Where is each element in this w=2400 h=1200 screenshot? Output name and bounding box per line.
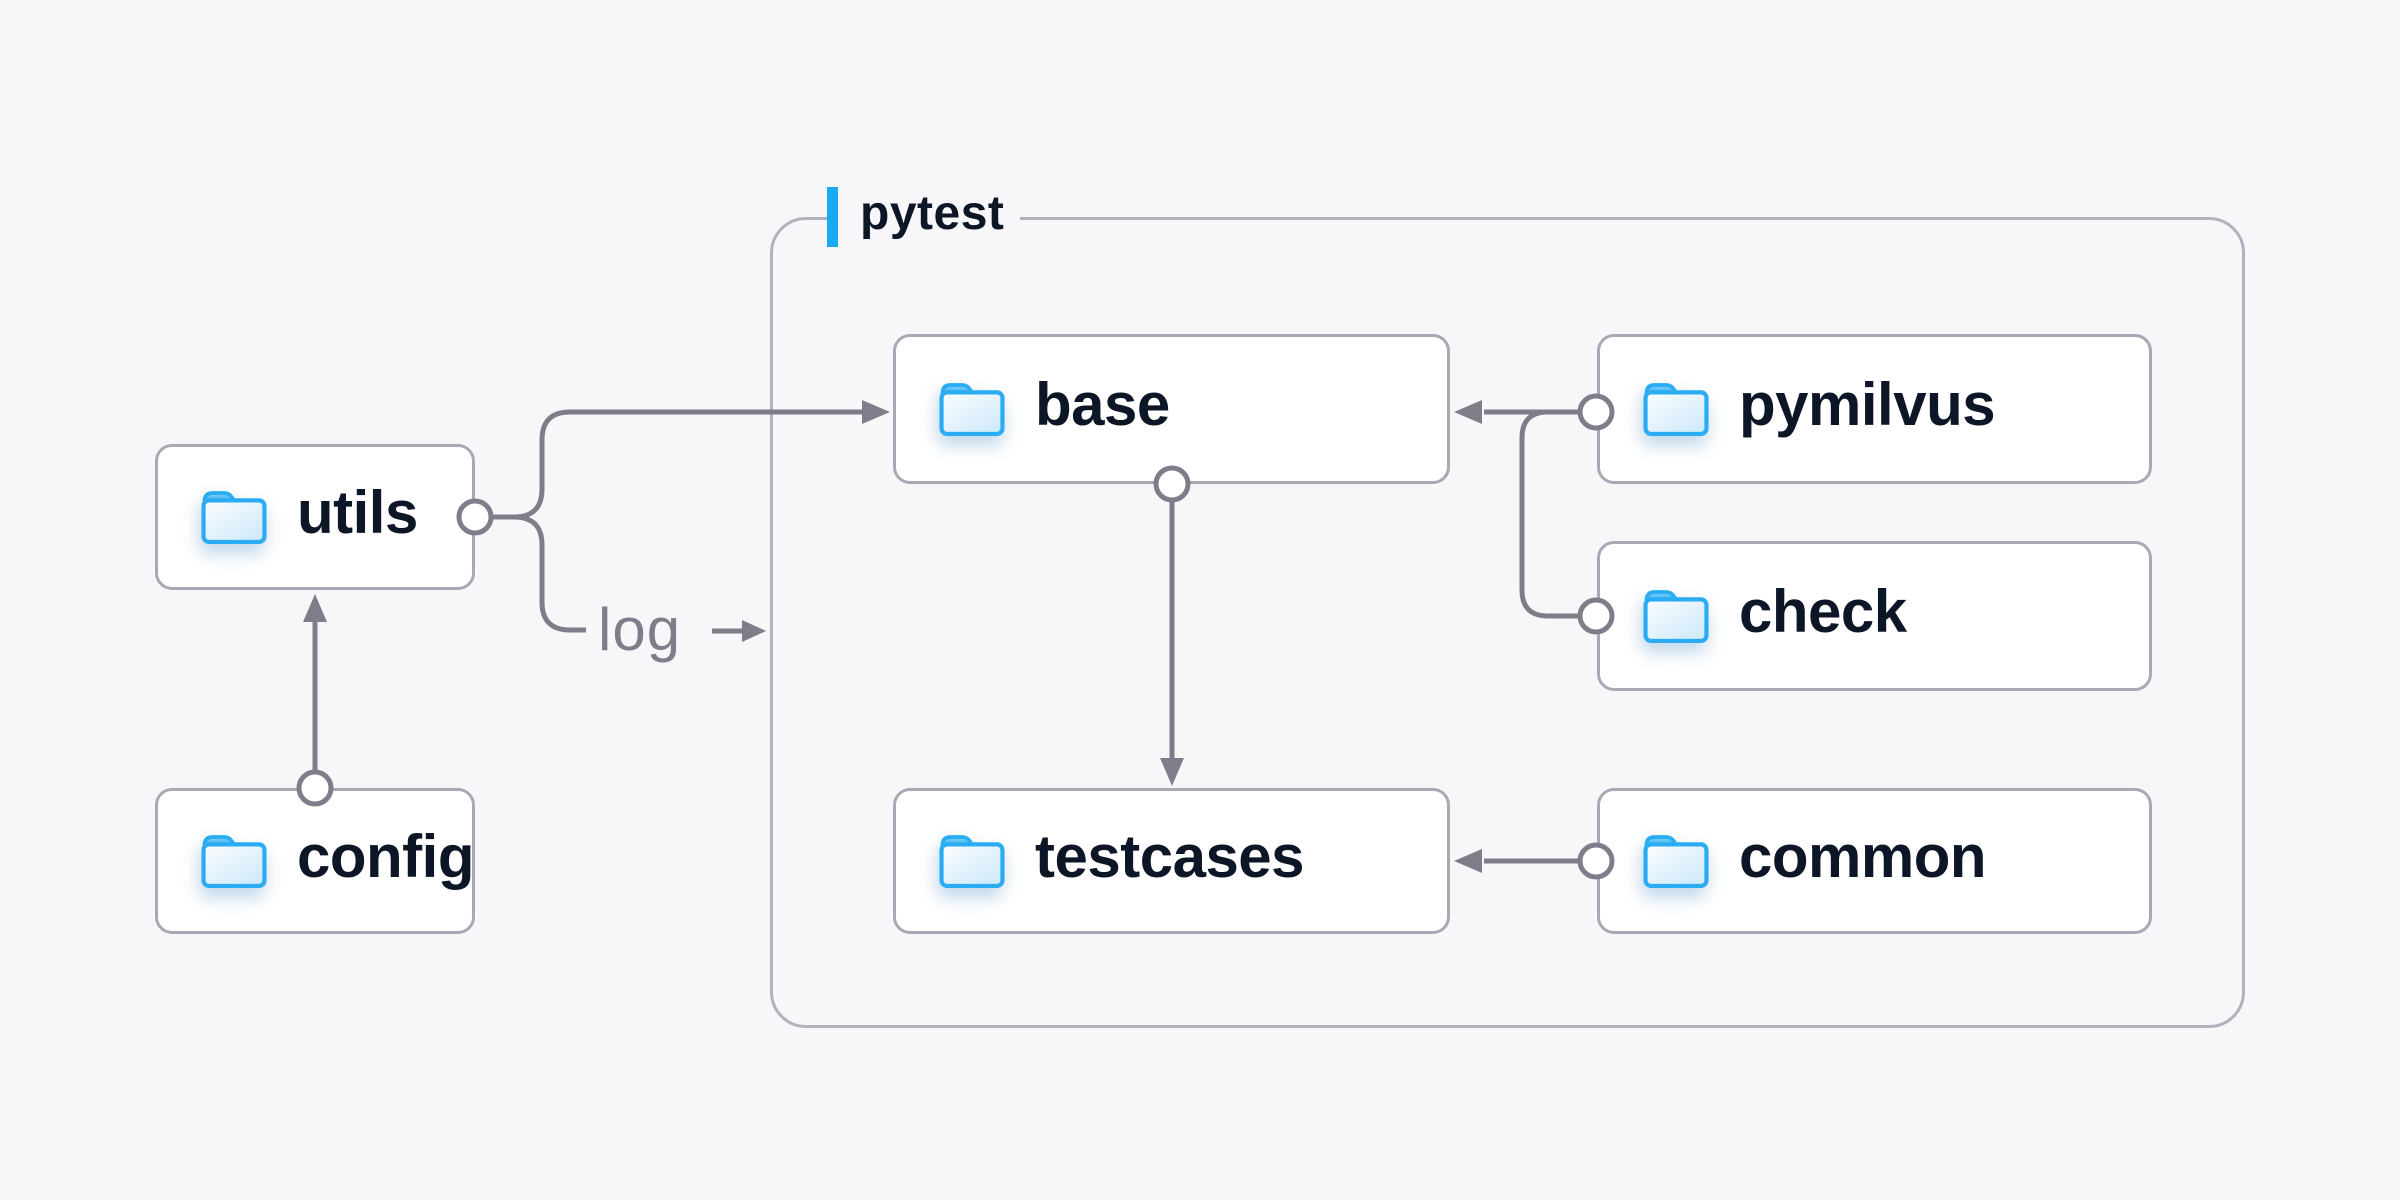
edge-label-log: log bbox=[598, 596, 682, 663]
node-base: base bbox=[893, 334, 1450, 484]
node-label: config bbox=[297, 823, 474, 890]
folder-icon bbox=[1643, 835, 1709, 888]
node-pymilvus: pymilvus bbox=[1597, 334, 2152, 484]
node-label: testcases bbox=[1035, 823, 1305, 890]
node-label: base bbox=[1035, 371, 1170, 438]
edge-config-to-utils bbox=[296, 594, 334, 807]
folder-icon bbox=[939, 383, 1005, 436]
node-config: config bbox=[155, 788, 475, 934]
pytest-group-container bbox=[770, 217, 2245, 1028]
node-check: check bbox=[1597, 541, 2152, 691]
folder-icon bbox=[201, 835, 267, 888]
node-utils: utils bbox=[155, 444, 475, 590]
accent-bar-icon bbox=[827, 187, 838, 247]
node-label: common bbox=[1739, 823, 1987, 890]
node-label: utils bbox=[297, 479, 418, 546]
folder-icon bbox=[1643, 383, 1709, 436]
folder-icon bbox=[201, 491, 267, 544]
folder-icon bbox=[939, 835, 1005, 888]
arrowhead-right bbox=[742, 620, 766, 642]
node-testcases: testcases bbox=[893, 788, 1450, 934]
folder-icon bbox=[1643, 590, 1709, 643]
node-label: pymilvus bbox=[1739, 371, 1996, 438]
node-label: check bbox=[1739, 578, 1907, 645]
arrowhead-up bbox=[303, 594, 327, 622]
pytest-group-title: pytest bbox=[860, 187, 1005, 240]
pytest-group-label: pytest bbox=[827, 186, 1021, 248]
log-arrow-icon bbox=[712, 620, 766, 642]
node-common: common bbox=[1597, 788, 2152, 934]
